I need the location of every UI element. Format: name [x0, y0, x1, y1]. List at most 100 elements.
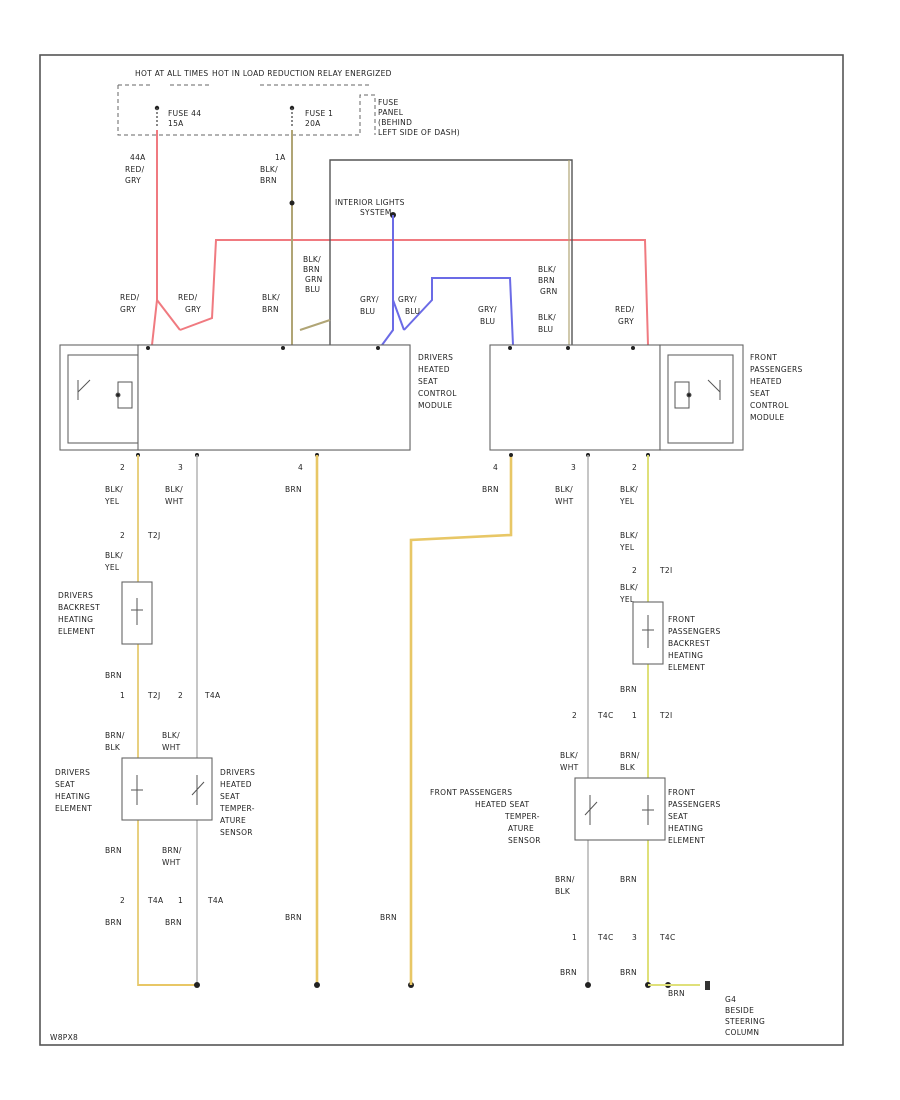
label: HOT IN LOAD REDUCTION RELAY ENERGIZED — [212, 69, 392, 78]
diagram-frame — [39, 54, 844, 1046]
label: SEAT — [55, 780, 75, 789]
label: WHT — [560, 763, 579, 772]
label: GRY — [618, 317, 634, 326]
label: YEL — [104, 497, 120, 506]
label: BRN/ — [620, 751, 640, 760]
label: T4A — [147, 896, 164, 905]
label: INTERIOR LIGHTS — [335, 198, 405, 207]
wire-gry-blu-2 — [403, 277, 514, 346]
label: BLU — [538, 325, 553, 334]
label: BRN — [105, 671, 122, 680]
label: HEATING — [668, 824, 703, 833]
drivers-module — [137, 344, 411, 451]
label: SEAT — [750, 389, 770, 398]
label: T4A — [207, 896, 224, 905]
label: BLK/ — [555, 485, 573, 494]
label: 2 — [632, 463, 637, 472]
label: 2 — [572, 711, 577, 720]
label: YEL — [619, 497, 635, 506]
label: HEATED — [220, 780, 252, 789]
label: G4 — [725, 995, 736, 1004]
label: LEFT SIDE OF DASH) — [378, 128, 460, 137]
label: 15A — [168, 119, 184, 128]
label: GRY/ — [398, 295, 417, 304]
label: T2I — [659, 566, 672, 575]
label: BLK/ — [260, 165, 278, 174]
label: RED/ — [120, 293, 140, 302]
label: 3 — [632, 933, 637, 942]
label: PASSENGERS — [668, 627, 721, 636]
label: BRN/ — [105, 731, 125, 740]
label: ELEMENT — [668, 663, 705, 672]
label: GRY/ — [360, 295, 379, 304]
label: BRN — [668, 989, 685, 998]
label: T2J — [147, 691, 160, 700]
label: 2 — [120, 463, 125, 472]
label: FUSE 44 — [168, 109, 201, 118]
label: FUSE 1 — [305, 109, 333, 118]
wire-red-gry-fuse44 — [151, 130, 158, 346]
label: FRONT PASSENGERS — [430, 788, 512, 797]
label: T2I — [659, 711, 672, 720]
fuse-panel: HOT AT ALL TIMES HOT IN LOAD REDUCTION R… — [117, 69, 460, 137]
footer-id: W8PX8 — [50, 1033, 78, 1042]
label: BLK/ — [560, 751, 578, 760]
label: 2 — [120, 896, 125, 905]
label: SYSTEM — [360, 208, 392, 217]
label: 1 — [120, 691, 125, 700]
label: 1 — [632, 711, 637, 720]
label: 4 — [298, 463, 303, 472]
label: MODULE — [750, 413, 784, 422]
label: BRN — [285, 485, 302, 494]
label: BLK/ — [262, 293, 280, 302]
drivers-switch-icon — [77, 379, 133, 409]
label: 1A — [275, 153, 286, 162]
label: TEMPER- — [219, 804, 255, 813]
front-pass-seat-heating-box — [574, 777, 666, 841]
label: BLK/ — [620, 485, 638, 494]
label: BRN/ — [555, 875, 575, 884]
label: BLU — [305, 285, 320, 294]
label: BLK/ — [538, 265, 556, 274]
label: BRN — [380, 913, 397, 922]
label: ELEMENT — [58, 627, 95, 636]
label: BRN — [105, 918, 122, 927]
label: BRN — [620, 875, 637, 884]
front-pass-switch-icon — [674, 379, 721, 409]
drivers-backrest-element — [121, 581, 153, 645]
label: 1 — [572, 933, 577, 942]
label: GRY/ — [478, 305, 497, 314]
label: RED/ — [178, 293, 198, 302]
label: ELEMENT — [668, 836, 705, 845]
label: BRN — [620, 685, 637, 694]
label: 3 — [571, 463, 576, 472]
label: YEL — [104, 563, 120, 572]
label: BLK/ — [538, 313, 556, 322]
label: HEATING — [58, 615, 93, 624]
front-pass-module — [489, 344, 661, 451]
label: GRN — [305, 275, 323, 284]
label: T4C — [659, 933, 676, 942]
label: WHT — [555, 497, 574, 506]
label: BLK/ — [165, 485, 183, 494]
label: DRIVERS — [418, 353, 453, 362]
label: 2 — [120, 531, 125, 540]
label: MODULE — [418, 401, 452, 410]
label: FRONT — [750, 353, 777, 362]
wire-red-gry-cross — [179, 239, 649, 346]
label: 1 — [178, 896, 183, 905]
label: BLK/ — [162, 731, 180, 740]
label: ATURE — [220, 816, 246, 825]
label: CONTROL — [750, 401, 789, 410]
label: BRN — [538, 276, 555, 285]
label: BRN — [165, 918, 182, 927]
label: HOT AT ALL TIMES — [135, 69, 208, 78]
label: BRN/ — [162, 846, 182, 855]
label: YEL — [619, 543, 635, 552]
label: YEL — [619, 595, 635, 604]
label: COLUMN — [725, 1028, 759, 1037]
label: T4C — [597, 711, 614, 720]
label: BLU — [480, 317, 495, 326]
label: SEAT — [418, 377, 438, 386]
label: 44A — [130, 153, 146, 162]
